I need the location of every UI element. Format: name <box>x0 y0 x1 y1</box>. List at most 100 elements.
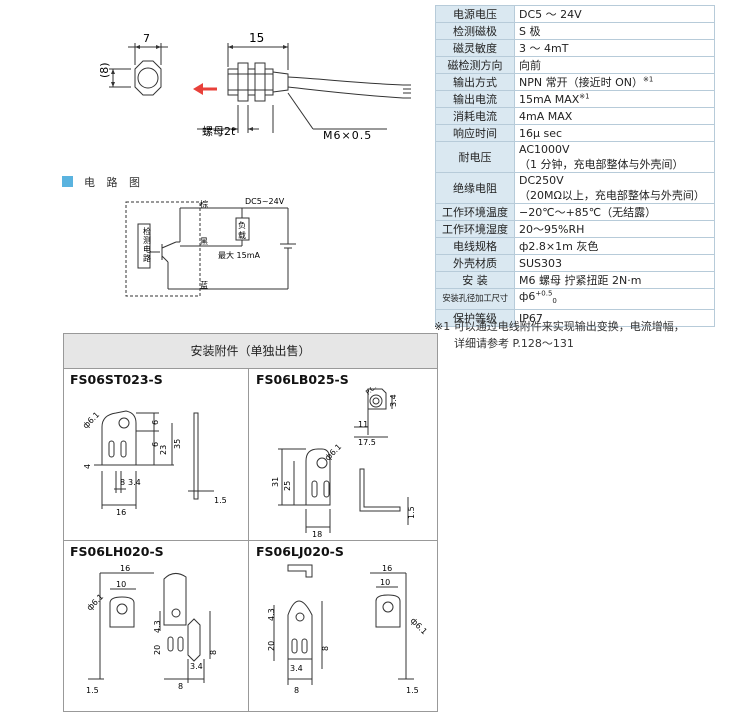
spec-value: NPN 常开（接近时 ON）※1 <box>514 73 715 91</box>
dim-15: 15 <box>249 31 264 45</box>
accessory-item: FS06LB025-S <box>250 369 436 540</box>
svg-text:16: 16 <box>120 564 130 573</box>
wire-black-label: 黑 <box>200 237 208 246</box>
svg-text:23: 23 <box>159 445 168 455</box>
spec-value: 向前 <box>514 56 715 74</box>
svg-text:35: 35 <box>173 439 182 449</box>
spec-value: DC250V（20MΩ以上，充电部整体与外壳间） <box>514 172 715 204</box>
svg-text:10: 10 <box>380 578 390 587</box>
svg-text:1.5: 1.5 <box>407 506 416 519</box>
spec-key: 外壳材质 <box>435 254 515 272</box>
footnote: ※1 可以通过电线附件来实现输出变换，电流增幅， 详细请参考 P.128～131 <box>434 320 685 350</box>
hex-nut-front-view <box>134 60 162 96</box>
svg-text:11: 11 <box>358 420 368 429</box>
dim-8: (8) <box>98 62 111 78</box>
spec-key: 安装孔径加工尺寸 <box>435 287 515 311</box>
svg-text:31: 31 <box>271 477 280 487</box>
spec-value: 20～95%RH <box>514 220 715 238</box>
spec-value: ф2.8×1m 灰色 <box>514 237 715 255</box>
circuit-title: 电 路 图 <box>84 176 144 189</box>
svg-text:3.4: 3.4 <box>389 394 398 407</box>
spec-value: 4mA MAX <box>514 107 715 125</box>
spec-key: 电线规格 <box>435 237 515 255</box>
spec-value: S 极 <box>514 22 715 40</box>
spec-key: 输出电流 <box>435 90 515 108</box>
spec-key: 输出方式 <box>435 73 515 91</box>
spec-key: 耐电压 <box>435 141 515 173</box>
accessory-item: FS06ST023-S ф6.1 6 6 2 <box>64 369 250 540</box>
spec-key: 磁灵敏度 <box>435 39 515 57</box>
svg-text:8: 8 <box>209 650 218 655</box>
svg-text:3.4: 3.4 <box>128 478 141 487</box>
svg-text:25: 25 <box>283 481 292 491</box>
svg-text:ф6.1: ф6.1 <box>409 616 429 636</box>
accessory-item: FS06LJ020-S 4.3 20 <box>250 541 436 712</box>
spec-key: 保护等级 <box>435 309 515 328</box>
spec-value: −20℃～+85℃（无结露） <box>514 203 715 221</box>
spec-value: ф6+0.50 <box>514 287 715 311</box>
spec-value: M6 螺母 拧紧扭距 2N·m <box>514 271 715 289</box>
spec-key: 电源电压 <box>435 5 515 23</box>
svg-text:ф6.1: ф6.1 <box>81 410 101 430</box>
thread-label: M6×0.5 <box>323 129 372 142</box>
spec-key: 消耗电流 <box>435 107 515 125</box>
detection-direction-arrow-icon <box>193 83 217 95</box>
sensor-body <box>227 68 274 96</box>
spec-row: 工作环境温度−20℃～+85℃（无结露） <box>435 203 715 221</box>
svg-text:16: 16 <box>116 508 126 517</box>
spec-key: 工作环境温度 <box>435 203 515 221</box>
svg-text:10: 10 <box>116 580 126 589</box>
dim-7: 7 <box>143 32 150 45</box>
supply-label: DC5~24V <box>245 197 285 206</box>
svg-text:电: 电 <box>143 244 151 254</box>
svg-text:4: 4 <box>83 464 92 469</box>
max-current-label: 最大 15mA <box>218 250 261 260</box>
spec-value: 15mA MAX※1 <box>514 90 715 108</box>
wire-brown-label: 棕 <box>200 199 208 209</box>
circuit-diagram: 检 测 电 路 棕 黑 蓝 DC5~24V 负 载 最大 15mA <box>125 197 296 297</box>
svg-text:8: 8 <box>178 682 183 691</box>
accessory-model: FS06ST023-S <box>70 372 163 387</box>
svg-text:4.3: 4.3 <box>267 608 276 621</box>
section-marker <box>62 176 73 187</box>
svg-text:负: 负 <box>238 220 246 230</box>
spec-key: 安 装 <box>435 271 515 289</box>
spec-value: AC1000V（1 分钟，充电部整体与外壳间） <box>514 141 715 173</box>
accessory-item: FS06LH020-S 16 10 ф <box>64 541 250 712</box>
spec-key: 磁检测方向 <box>435 56 515 74</box>
svg-text:路: 路 <box>143 253 151 263</box>
svg-text:8: 8 <box>294 686 299 695</box>
wire-blue-label: 蓝 <box>200 280 208 290</box>
spec-key: 工作环境湿度 <box>435 220 515 238</box>
spec-key: 检测磁极 <box>435 22 515 40</box>
accessory-drawing: 4.3 20 8 3.4 8 16 10 ф6.1 1.5 <box>267 564 429 695</box>
svg-text:1.5: 1.5 <box>86 686 99 695</box>
accessories-panel: 安装附件（单独出售） FS06ST023-S <box>63 333 438 712</box>
svg-text:8: 8 <box>321 646 330 651</box>
accessory-drawing: 16 10 ф6.1 4.3 20 8 3.4 1.5 8 <box>85 564 218 695</box>
svg-text:4.3: 4.3 <box>153 620 162 633</box>
accessories-title: 安装附件（单独出售） <box>64 334 437 369</box>
svg-text:ф6.1: ф6.1 <box>323 442 343 462</box>
svg-text:测: 测 <box>143 236 151 245</box>
svg-text:8: 8 <box>120 478 125 487</box>
svg-text:1.5: 1.5 <box>214 496 227 505</box>
spec-value: 16μ sec <box>514 124 715 142</box>
svg-text:6: 6 <box>151 420 160 425</box>
svg-text:3.4: 3.4 <box>190 662 203 671</box>
svg-text:检: 检 <box>143 226 151 236</box>
svg-text:20: 20 <box>153 645 162 655</box>
